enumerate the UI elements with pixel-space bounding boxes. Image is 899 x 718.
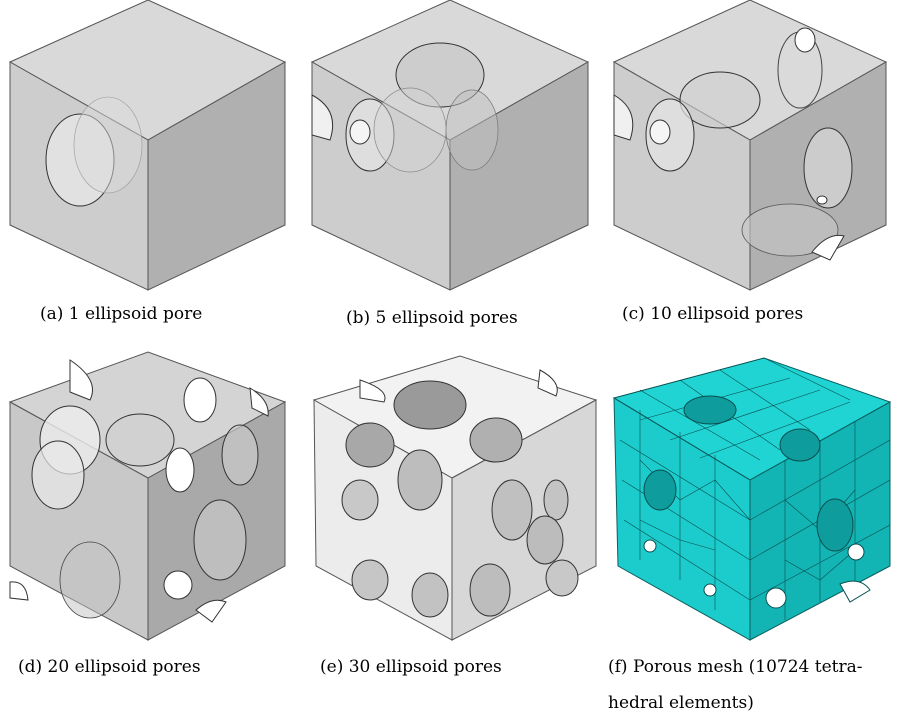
pore-8 — [526, 515, 564, 565]
caption-f-line2: hedral elements) — [608, 693, 754, 713]
pore-5 — [341, 479, 379, 521]
pore-3 — [105, 413, 175, 467]
pore-1 — [393, 380, 467, 430]
pore-11 — [195, 599, 227, 623]
pore-7 — [741, 203, 839, 257]
pore-8 — [59, 541, 121, 619]
pore-6 — [803, 127, 853, 209]
pore-13 — [249, 387, 269, 417]
pore-6 — [491, 479, 533, 541]
panel-a: (a) 1 ellipsoid pore — [0, 0, 300, 340]
pore-2 — [779, 428, 821, 462]
pore-3 — [445, 89, 499, 171]
cube-b — [310, 0, 590, 291]
pore-3 — [469, 417, 523, 463]
pore-7 — [543, 479, 569, 521]
pore-2 — [183, 377, 217, 423]
mesh-lines — [613, 357, 891, 620]
cube-e — [312, 355, 598, 641]
caption-c: (c) 10 ellipsoid pores — [622, 304, 804, 324]
pore-9 — [163, 570, 193, 600]
panel-d: (d) 20 ellipsoid pores — [0, 340, 300, 718]
pore-8 — [811, 234, 845, 261]
pore-9 — [613, 94, 634, 141]
pore-5b — [349, 119, 371, 145]
pore-10 — [411, 572, 449, 618]
pore-12 — [69, 359, 93, 401]
pore-3 — [643, 469, 677, 511]
caption-a: (a) 1 ellipsoid pore — [40, 304, 203, 324]
pore-12 — [545, 559, 579, 597]
panel-c: (c) 10 ellipsoid pores — [600, 0, 899, 340]
caption-e: (e) 30 ellipsoid pores — [320, 657, 502, 677]
hole-3 — [643, 539, 657, 553]
pore-4 — [816, 498, 854, 552]
caption-b: (b) 5 ellipsoid pores — [346, 308, 518, 328]
pore-3 — [679, 71, 761, 129]
pore-7 — [193, 499, 247, 581]
pore-5 — [649, 119, 671, 145]
pore-10 — [816, 195, 828, 205]
pore-1 — [683, 395, 737, 425]
pore-14 — [537, 369, 558, 397]
pore-4 — [373, 87, 447, 173]
pore-13 — [359, 379, 386, 403]
cube-right-face — [147, 61, 286, 291]
cube-d — [8, 351, 287, 641]
hole-1 — [765, 587, 787, 609]
pore-5 — [165, 447, 195, 493]
pore-4 — [31, 440, 85, 510]
panel-f: (f) Porous mesh (10724 tetra- hedral ele… — [600, 340, 899, 718]
cube-a — [8, 0, 287, 291]
pore-1-inner — [73, 96, 143, 194]
pore-4 — [397, 449, 443, 511]
pore-11 — [469, 563, 511, 617]
panel-b: (b) 5 ellipsoid pores — [300, 0, 600, 340]
hole-5 — [839, 580, 871, 603]
pore-5 — [311, 94, 334, 141]
hole-4 — [703, 583, 717, 597]
caption-f-line1: (f) Porous mesh (10724 tetra- — [608, 657, 863, 677]
pore-2 — [345, 422, 395, 468]
cube-right-face — [449, 61, 589, 291]
hole-2 — [847, 543, 865, 561]
pore-9 — [351, 559, 389, 601]
caption-d: (d) 20 ellipsoid pores — [18, 657, 201, 677]
pore-10 — [9, 581, 29, 601]
pore-6 — [221, 424, 259, 486]
cube-c — [612, 0, 888, 291]
panel-e: (e) 30 ellipsoid pores — [300, 340, 600, 718]
pore-2 — [794, 27, 816, 53]
mesh-cube-f — [612, 357, 892, 641]
